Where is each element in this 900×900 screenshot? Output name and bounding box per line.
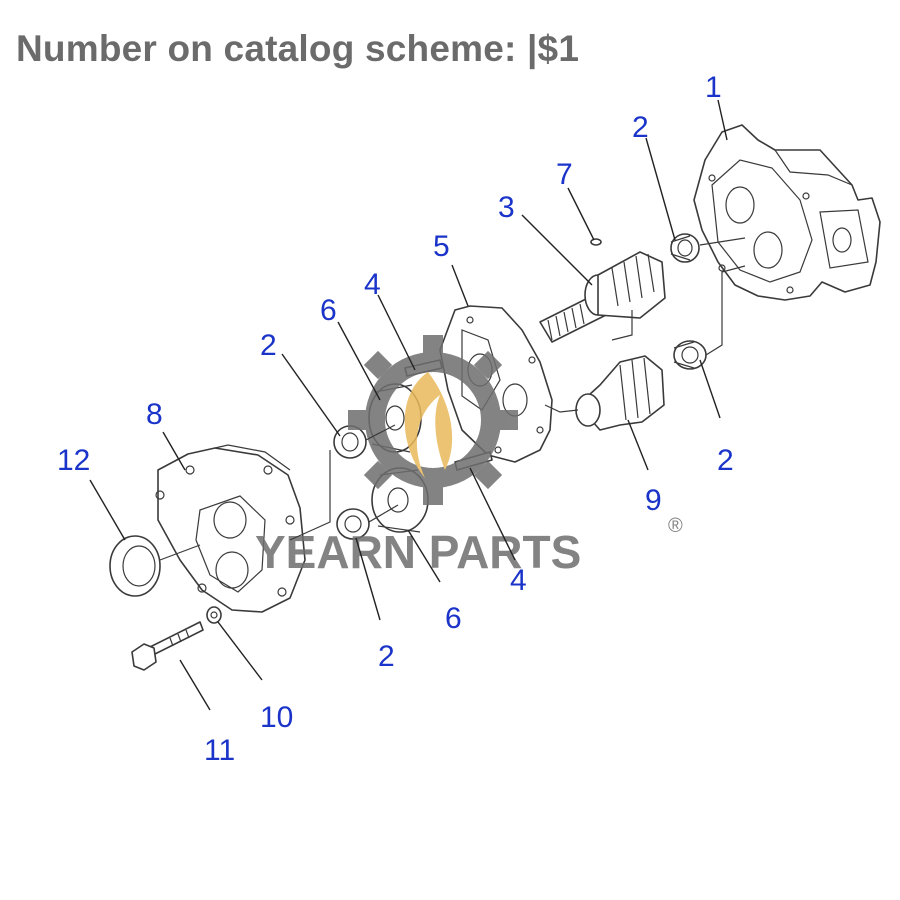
part-7-pin: [590, 238, 602, 246]
callout-3: 3: [498, 191, 515, 224]
callout-7: 7: [556, 158, 573, 191]
part-2-bearing-top: [670, 233, 700, 263]
callout-5: 5: [433, 230, 450, 263]
callout-9: 9: [645, 484, 662, 517]
part-2-bearing-left-lower: [336, 508, 370, 540]
callout-2-bottom: 2: [378, 640, 395, 673]
callout-2-right: 2: [717, 444, 734, 477]
callout-4-upper: 4: [364, 268, 381, 301]
part-3-drive-shaft-gear: [539, 251, 666, 343]
callout-8: 8: [146, 398, 163, 431]
part-1-housing: [693, 124, 881, 301]
catalog-scheme-title: Number on catalog scheme: |$1: [16, 28, 580, 69]
part-2-bearing-left-upper: [333, 425, 367, 459]
part-9-driven-gear: [575, 355, 665, 431]
callout-2-top: 2: [632, 111, 649, 144]
callout-12: 12: [57, 444, 90, 477]
part-2-bearing-right: [673, 340, 707, 370]
leader-lines: [89, 99, 746, 711]
callout-10: 10: [260, 701, 293, 734]
part-12-seal: [109, 535, 161, 597]
callout-4-lower: 4: [510, 564, 527, 597]
callout-6-upper: 6: [320, 294, 337, 327]
watermark-brand-text: YEARN PARTS: [255, 526, 581, 578]
part-11-bolt: [131, 621, 204, 671]
watermark-gear-logo: [348, 335, 518, 505]
watermark-registered-mark: ®: [668, 515, 683, 537]
part-10-washer: [206, 606, 222, 624]
callout-2-left: 2: [260, 329, 277, 362]
callout-1: 1: [705, 71, 722, 104]
callout-11: 11: [204, 734, 235, 767]
callout-numbers: 1 2 3 7 5 4 6 2 8 12 2 9 4 6 2 10 11: [57, 71, 734, 767]
callout-6-lower: 6: [445, 602, 462, 635]
